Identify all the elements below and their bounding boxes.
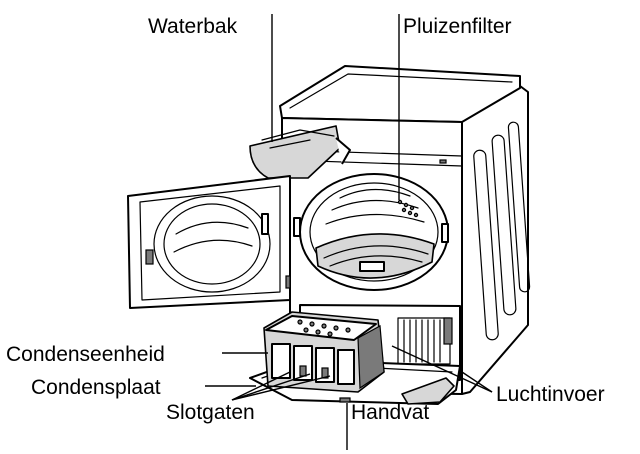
air-intake-flap [401, 377, 455, 405]
drum-ribs [325, 188, 425, 225]
label-waterbak: Waterbak [148, 15, 238, 38]
cabinet-side-panel [461, 85, 529, 395]
leader-lines [205, 14, 493, 450]
label-luchtinvoer: Luchtinvoer [496, 383, 605, 406]
label-handvat: Handvat [351, 401, 430, 424]
condenser-lock-slots [271, 343, 355, 385]
water-tank-drawer [249, 125, 341, 179]
side-panel-ribs [473, 121, 531, 341]
handle-slot [339, 397, 351, 403]
condenser-fins [357, 325, 385, 390]
label-slotgaten: Slotgaten [166, 401, 255, 424]
label-condensplaat: Condensplaat [31, 376, 161, 399]
label-pluizenfilter: Pluizenfilter [403, 15, 512, 38]
door-window [153, 195, 271, 293]
lint-filter-grip [359, 261, 385, 272]
label-condenseenheid: Condenseenheid [6, 343, 165, 366]
door-hinge [145, 249, 154, 265]
